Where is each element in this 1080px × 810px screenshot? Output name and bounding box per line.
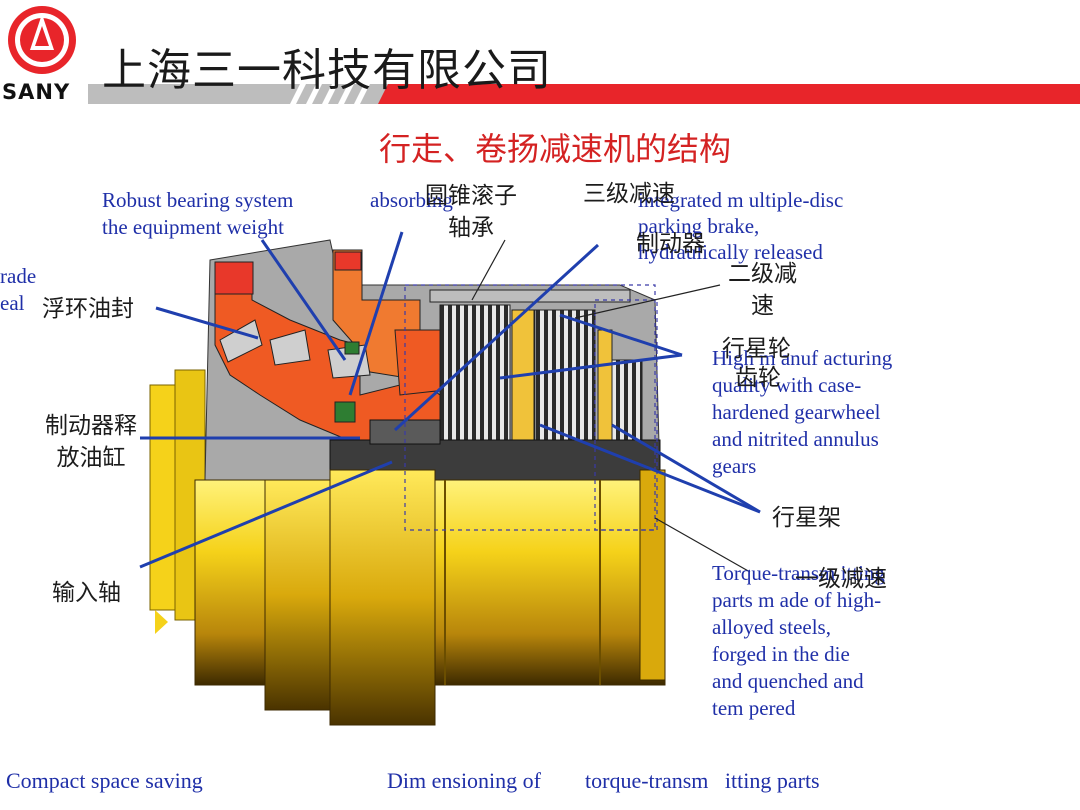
- label-third-stage: 三级减速: [583, 181, 675, 207]
- label-brake-cylinder: 制动器释 放油缸: [45, 413, 137, 471]
- label-planet-gear: 行星轮: [722, 336, 791, 362]
- label-input-shaft: 输入轴: [52, 580, 121, 606]
- label-bearing-system: Robust bearing system the equipment weig…: [102, 188, 294, 239]
- label-brake-cn: 制动器: [636, 231, 705, 257]
- label-absorbing: absorbing: [370, 188, 453, 212]
- label-eal: eal: [0, 291, 25, 315]
- label-first-stage: 一级减速: [795, 566, 887, 592]
- label-floating-seal: 浮环油封: [42, 296, 134, 322]
- label-brake-en: integrated m ultiple-disc parking brake,…: [638, 188, 844, 264]
- label-rade: rade: [0, 264, 37, 288]
- header-stripes: [290, 84, 370, 104]
- page-title: 行走、卷扬减速机的结构: [378, 130, 731, 168]
- input-flange: [149, 369, 206, 634]
- header-red-band: [378, 84, 1080, 104]
- label-taper-bearing: 圆锥滚子 轴承: [425, 183, 517, 241]
- footer-right: torque-transm itting parts: [585, 768, 820, 793]
- sany-logo-icon: [8, 6, 76, 74]
- assembly-outline: [404, 284, 658, 531]
- label-planet-carrier: 行星架: [772, 505, 841, 531]
- output-drum: [194, 469, 666, 726]
- leader-lines-blue: [139, 231, 761, 569]
- label-torque: Torque-transm itting parts m ade of high…: [712, 561, 885, 720]
- company-name: 上海三一科技有限公司: [102, 45, 552, 96]
- leader-lines-black: [471, 239, 751, 573]
- label-manufacturing: High m anuf acturing quality with case- …: [712, 346, 893, 478]
- header-graphics: [8, 6, 1080, 104]
- logo-text: SANY: [2, 80, 71, 104]
- label-second-stage: 二级减 速: [728, 261, 797, 319]
- label-sun-gear: 齿轮: [735, 365, 781, 391]
- footer-middle: Dim ensioning of: [387, 768, 541, 793]
- footer-left: Compact space saving: [6, 768, 203, 793]
